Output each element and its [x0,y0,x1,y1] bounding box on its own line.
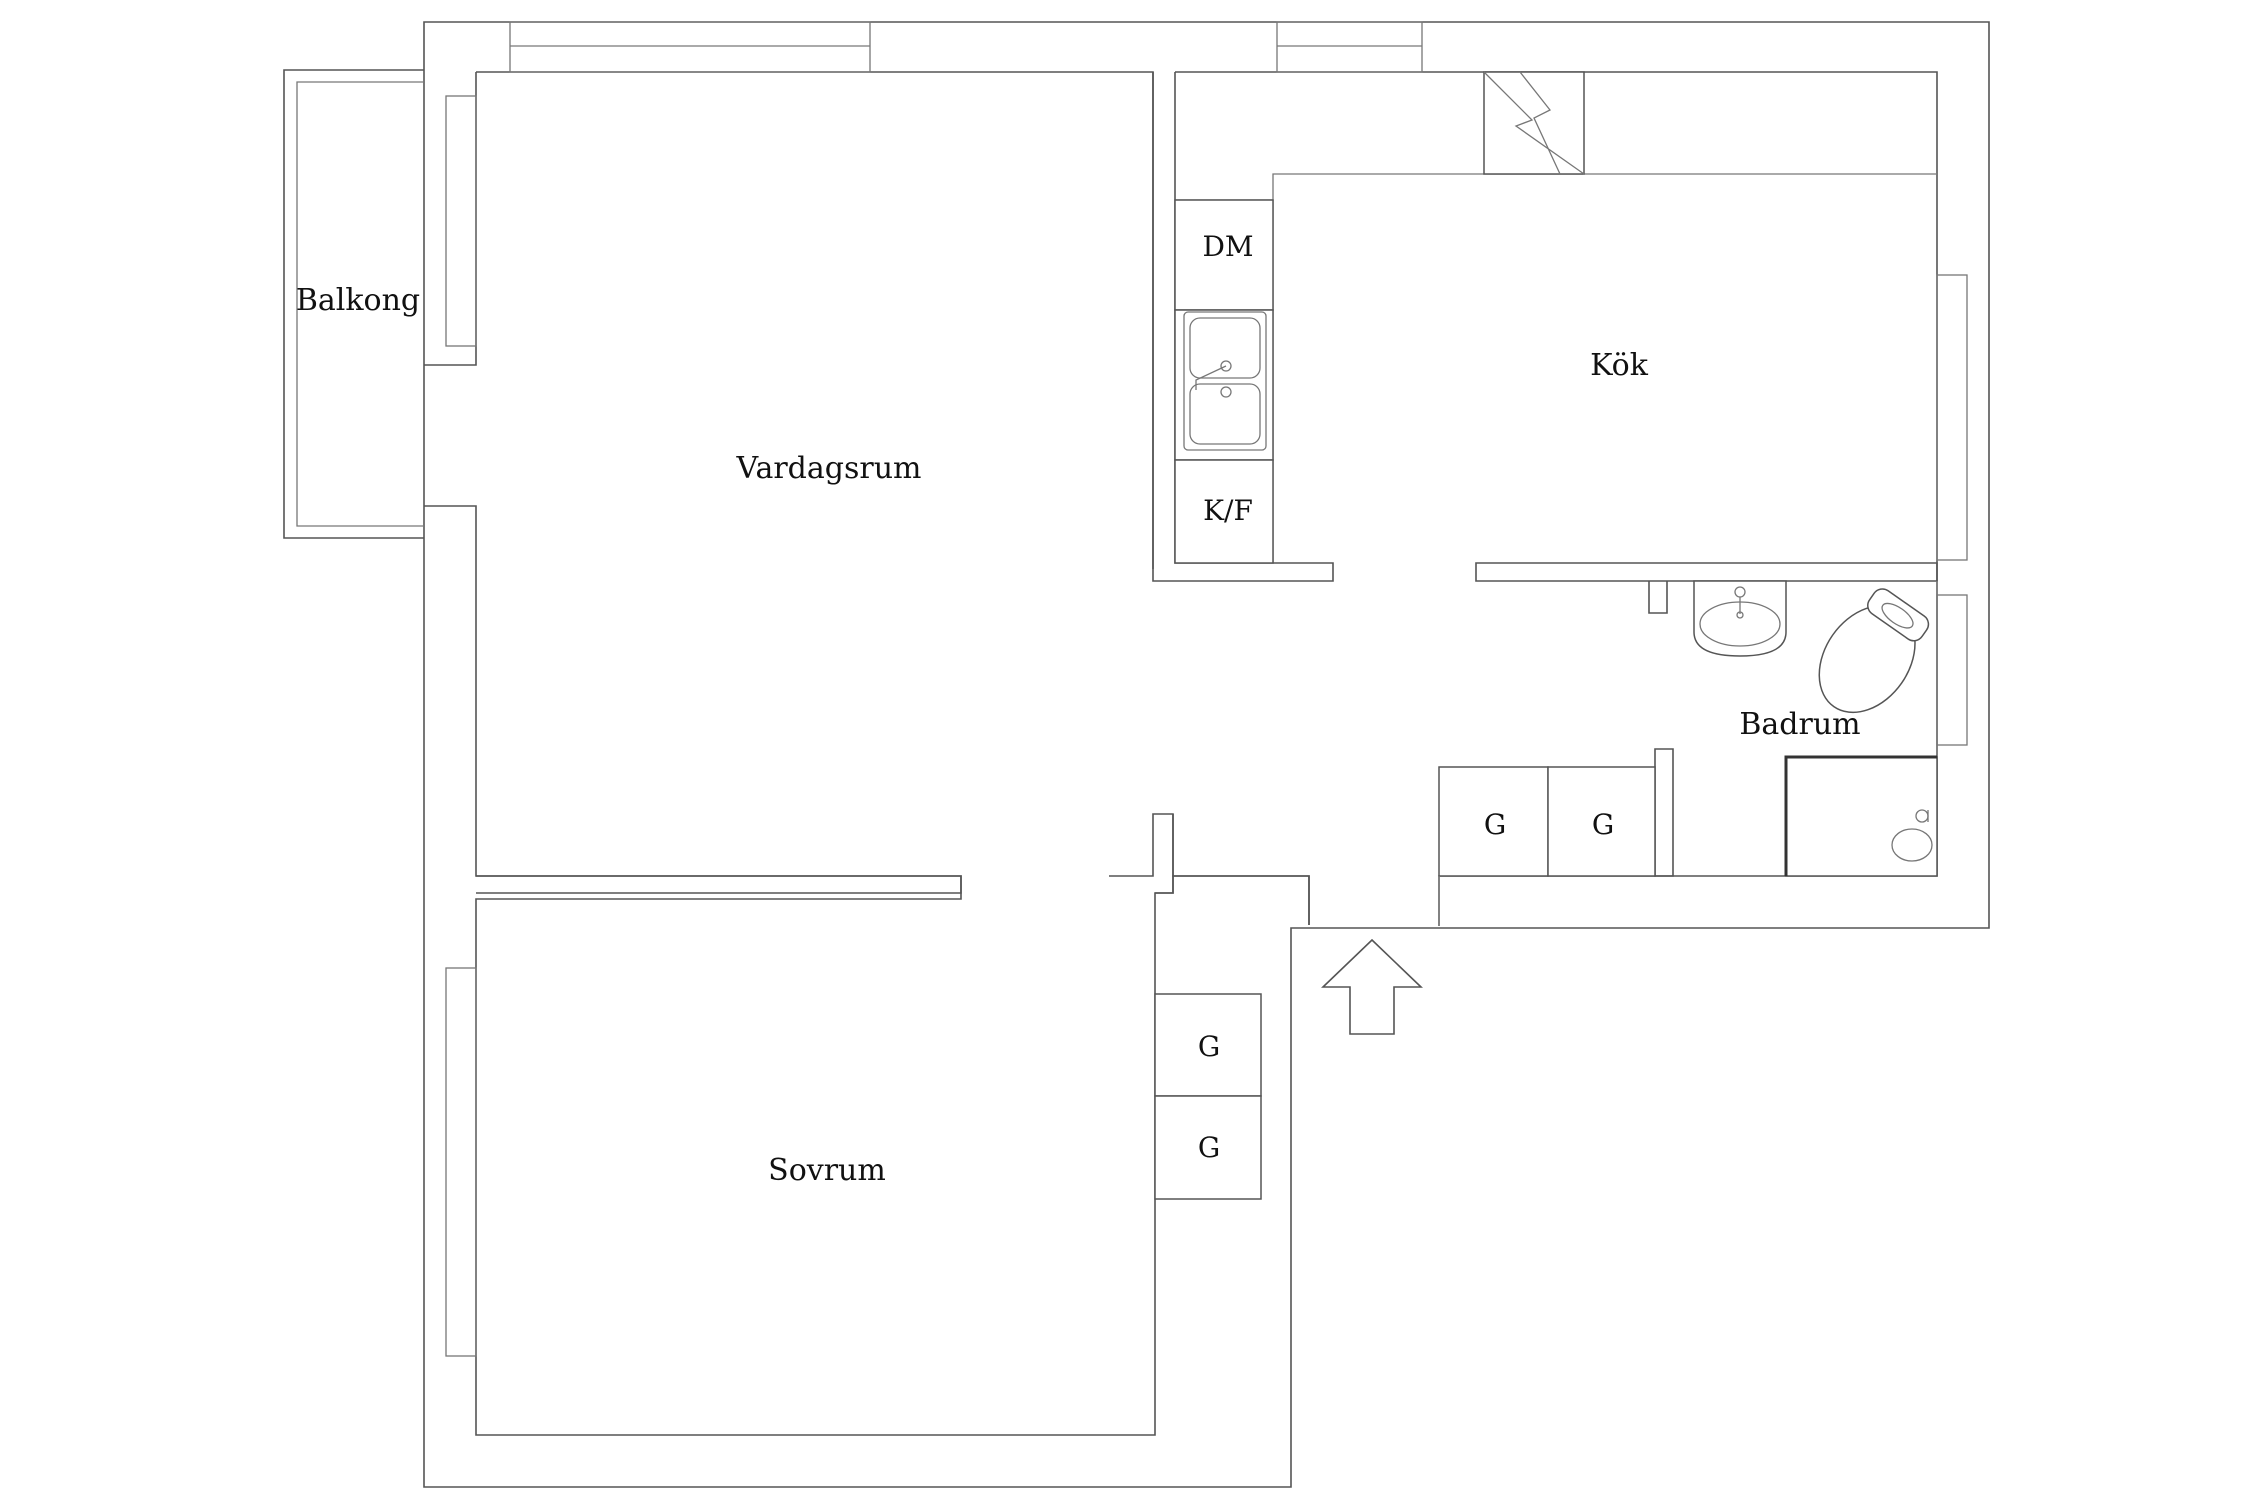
fixture-label-wardrobe-hall-2: G [1592,808,1614,841]
hall-wardrobes [1438,766,1656,926]
room-label-kok: Kök [1590,348,1649,383]
outer-wall-outline [423,21,1990,1488]
kitchen-sink-icon [1183,311,1267,451]
dishwasher-box [1174,199,1274,311]
fixture-label-fridge: K/F [1203,494,1253,527]
bathroom-fixtures [1693,580,1938,877]
fridge-box [1174,459,1274,564]
wardrobe-bed-2 [1154,1095,1262,1200]
window-right-bath [1936,594,1968,746]
window-top-right [1276,21,1423,73]
wardrobe-hall-2 [1547,766,1656,877]
kitchen-fixtures [1174,71,1585,564]
shower-icon [1784,755,1938,877]
fixture-label-wardrobe-bed-2: G [1198,1131,1220,1164]
fixture-label-wardrobe-hall-1: G [1484,808,1506,841]
entrance-arrow-icon [1321,938,1423,1035]
wash-basin-icon [1693,580,1787,657]
room-label-vardagsrum: Vardagsrum [736,451,922,486]
fixture-label-dishwasher: DM [1202,230,1253,263]
balcony [283,69,424,539]
window-left-living [445,95,477,347]
bedroom-wardrobes [1154,993,1262,1200]
window-left-bedroom [445,967,477,1357]
room-label-sovrum: Sovrum [768,1153,886,1188]
sink-box [1174,309,1274,461]
window-top-left [509,21,871,73]
chimney-icon [1483,71,1585,175]
fixture-label-wardrobe-bed-1: G [1198,1030,1220,1063]
room-label-balkong: Balkong [296,283,420,318]
room-label-badrum: Badrum [1739,707,1860,742]
wardrobe-hall-1 [1438,766,1549,877]
window-right-kitchen [1936,274,1968,561]
toilet-icon [1818,588,1930,714]
